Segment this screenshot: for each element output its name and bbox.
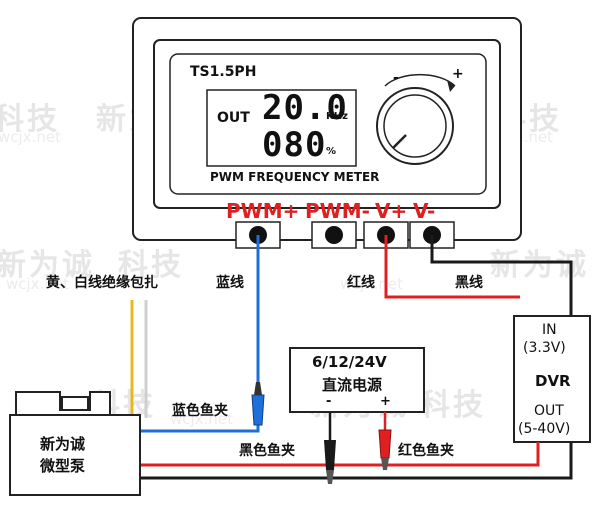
knob-minus-label: - <box>393 70 399 86</box>
dvr-in-label: IN <box>542 322 557 338</box>
watermark-text-a: 科技 <box>0 102 60 137</box>
pump-body <box>9 414 141 496</box>
dvr-in-range: (3.3V) <box>523 340 566 356</box>
red-clip-body <box>378 429 392 459</box>
red-clip-jaw <box>381 458 389 470</box>
terminal-pwm-plus-label: PWM+ <box>226 199 300 223</box>
red-clip-label: 红色鱼夹 <box>398 443 454 459</box>
meter-duty-value: 080 <box>262 125 327 165</box>
terminal-v-plus-label: V+ <box>375 199 408 223</box>
dvr-name: DVR <box>535 372 571 390</box>
dvr-out-label: OUT <box>534 403 564 419</box>
knob-pointer <box>392 134 407 149</box>
black-wire-label: 黑线 <box>455 275 483 291</box>
terminal-screw-2 <box>325 226 343 244</box>
blue-clip-body <box>251 394 265 426</box>
pump-name-line1: 新为诚 <box>40 435 86 453</box>
black-wire-meter <box>430 235 573 316</box>
knob-plus-label: + <box>452 66 464 82</box>
power-voltage: 6/12/24V <box>312 353 387 371</box>
dvr-out-range: (5-40V) <box>518 421 571 437</box>
meter-duty-unit: % <box>326 146 337 157</box>
watermark-url-d: wcjx.net <box>6 275 69 293</box>
meter-name: PWM FREQUENCY METER <box>210 170 380 184</box>
red-wire-meter <box>384 235 520 299</box>
blue-clip-jaw <box>254 382 262 395</box>
watermark-url-a: wcjx.net <box>0 128 61 146</box>
meter-freq-value: 20.0 <box>262 88 348 128</box>
meter-out-label: OUT <box>217 110 250 126</box>
watermark-url-f: wcjx.net <box>170 410 233 428</box>
knob-arc-arrow <box>447 80 455 92</box>
power-type: 直流电源 <box>322 376 383 394</box>
meter-freq-unit: KHz <box>326 111 348 122</box>
black-clip-label: 黑色鱼夹 <box>239 443 295 459</box>
watermark-text-j: 科技 <box>420 388 486 423</box>
power-minus-label: - <box>326 394 332 409</box>
red-wire-pump <box>140 442 540 467</box>
red-wire-label: 红线 <box>347 275 375 291</box>
yellow-white-wire-label: 黄、白线绝缘包扎 <box>46 275 158 291</box>
black-wire-pump <box>140 442 573 480</box>
black-clip-body <box>324 440 336 470</box>
blue-wire-label: 蓝线 <box>216 275 244 291</box>
watermark-text-e: 新为诚 <box>0 248 95 283</box>
terminal-pwm-minus-label: PWM- <box>305 199 370 223</box>
black-clip-jaw <box>326 470 334 484</box>
terminal-v-minus-label: V- <box>413 199 436 223</box>
power-box <box>289 347 425 413</box>
pump-nozzle <box>61 396 89 411</box>
blue-clip-label: 蓝色鱼夹 <box>172 403 228 419</box>
meter-model: TS1.5PH <box>190 64 257 80</box>
power-plus-label: + <box>380 394 391 409</box>
lcd-screen <box>206 89 357 167</box>
pump-name-line2: 微型泵 <box>40 457 86 475</box>
dvr-box <box>513 315 591 443</box>
watermark-text-f: 科技 <box>118 248 184 283</box>
